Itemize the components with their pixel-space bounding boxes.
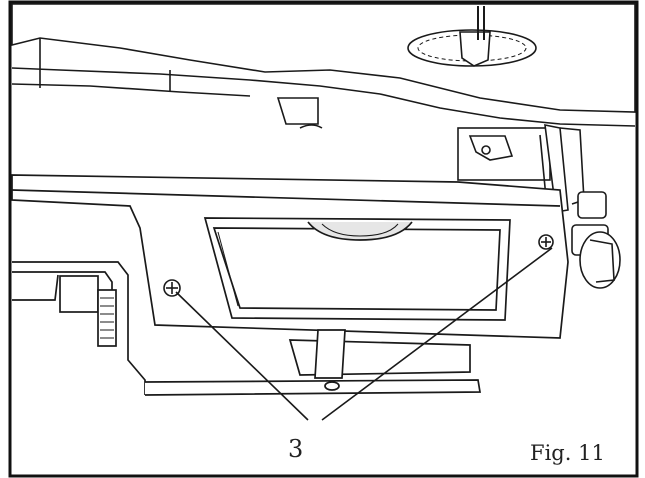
access-cover xyxy=(203,217,511,321)
saw-table xyxy=(11,3,636,129)
leader-line-left xyxy=(175,291,309,421)
figure-caption: Fig. 11 xyxy=(530,441,605,465)
side-knobs xyxy=(571,191,621,289)
callout-number: 3 xyxy=(288,435,303,463)
figure-frame xyxy=(8,0,639,478)
leader-line-right xyxy=(321,247,553,421)
screw-right xyxy=(538,234,554,250)
callout-leaders xyxy=(175,247,553,421)
